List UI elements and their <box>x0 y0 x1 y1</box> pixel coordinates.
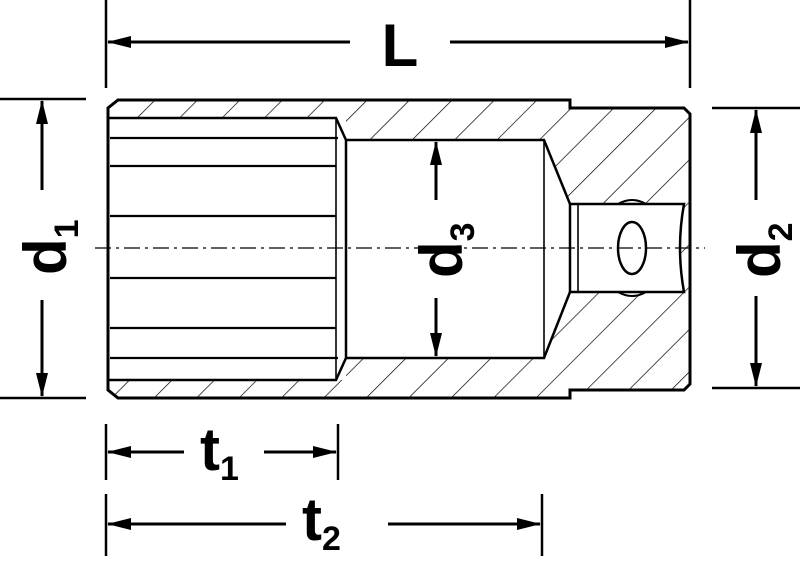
detent-cross-bore <box>617 199 647 297</box>
bore-d1 <box>108 118 346 380</box>
label-d1-sub: 1 <box>48 219 86 238</box>
label-t2-base: t <box>302 486 322 553</box>
bore-d1-flutes <box>110 118 338 380</box>
dimension-t2: t2 <box>104 486 544 558</box>
dimension-d2: d2 <box>712 106 800 390</box>
label-d3: d3 <box>408 222 482 278</box>
square-drive-outline <box>568 202 686 294</box>
label-d3-base: d <box>408 241 475 278</box>
label-L: L <box>382 12 419 79</box>
dimension-d3: d3 <box>408 141 482 357</box>
bore-d1-outline <box>108 116 348 382</box>
label-t1-base: t <box>200 416 220 483</box>
label-d3-sub: 3 <box>444 222 482 241</box>
label-t1: t1 <box>200 416 239 488</box>
dimension-L: L <box>104 0 692 88</box>
dimension-t1: t1 <box>104 416 340 488</box>
label-t2: t2 <box>302 486 341 558</box>
label-d2-base: d <box>726 241 793 278</box>
label-d2: d2 <box>726 222 800 278</box>
label-d1-base: d <box>12 238 79 275</box>
label-d2-sub: 2 <box>762 222 800 241</box>
body-outline <box>106 98 692 400</box>
socket-body <box>106 98 692 400</box>
dimension-d1: d1 <box>0 97 86 400</box>
bore-d3 <box>346 140 570 358</box>
label-t2-sub: 2 <box>322 520 341 558</box>
label-t1-sub: 1 <box>220 450 239 488</box>
label-d1: d1 <box>12 219 86 275</box>
